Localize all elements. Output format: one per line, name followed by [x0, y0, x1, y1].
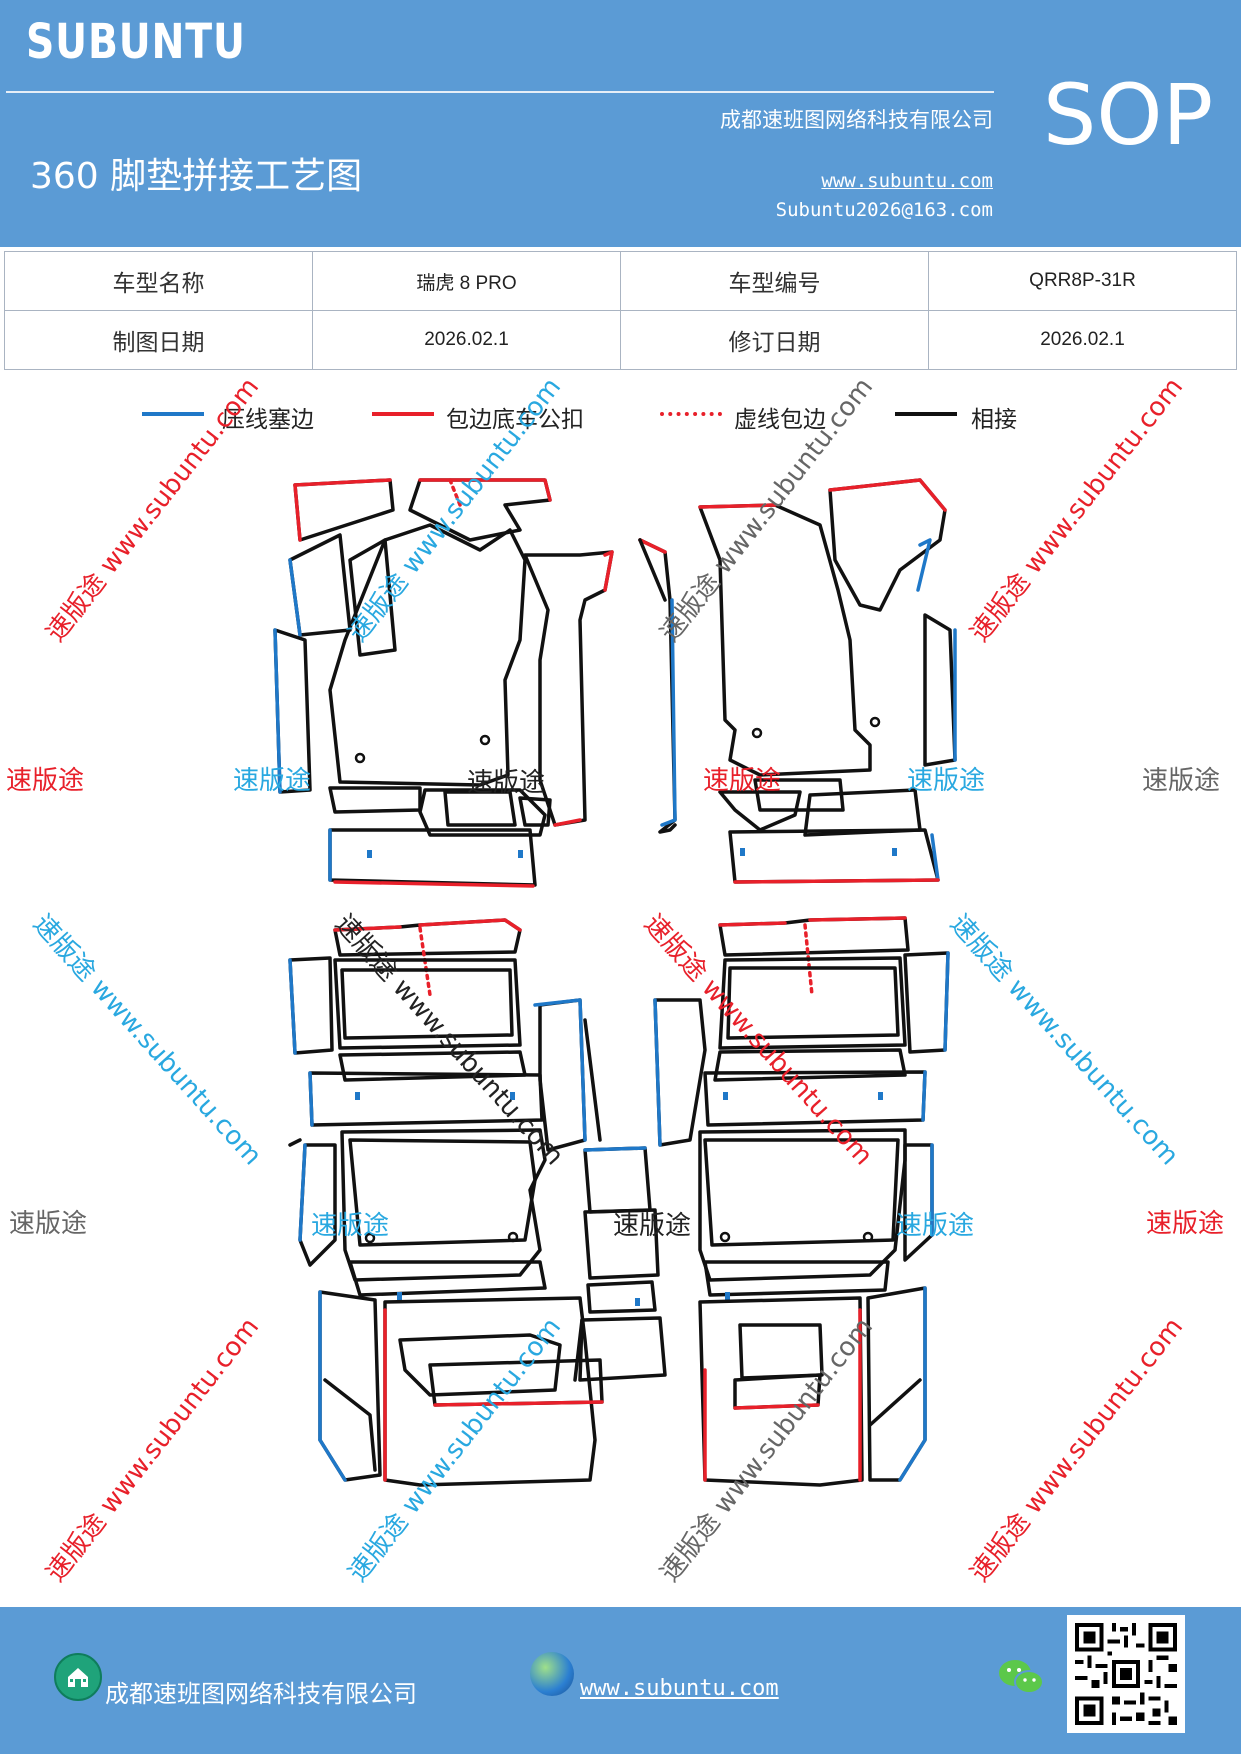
floor-mat-diagram: [273, 478, 957, 1487]
header-company: 成都速班图网络科技有限公司: [720, 108, 993, 132]
model-code-label: 车型编号: [620, 251, 929, 311]
footer: 成都速班图网络科技有限公司 www.subuntu.com: [0, 1607, 1241, 1754]
globe-icon: [530, 1652, 574, 1696]
wechat-icon[interactable]: [997, 1657, 1045, 1697]
watermark: 速版途: [896, 1211, 975, 1241]
legend-swatch-black: [895, 412, 957, 416]
footer-website-link[interactable]: www.subuntu.com: [580, 1676, 779, 1701]
page-title: 360 脚垫拼接工艺图: [30, 156, 363, 197]
draw-date-label: 制图日期: [4, 310, 313, 370]
model-name-value: 瑞虎 8 PRO: [312, 251, 621, 311]
watermark: 速版途: [311, 1211, 390, 1241]
legend-label: 虚线包边: [734, 407, 826, 433]
watermark: 速版途: [613, 1211, 692, 1241]
watermark: 速版途: [9, 1209, 88, 1239]
revision-date-value: 2026.02.1: [928, 310, 1237, 370]
watermark: 速版途: [907, 766, 986, 796]
table-row: 车型名称 瑞虎 8 PRO 车型编号 QRR8P-31R: [4, 251, 1237, 311]
legend-label: 压线塞边: [222, 407, 314, 433]
watermark: 速版途: [1142, 766, 1221, 796]
draw-date-value: 2026.02.1: [312, 310, 621, 370]
vehicle-info-table: 车型名称 瑞虎 8 PRO 车型编号 QRR8P-31R 制图日期 2026.0…: [4, 251, 1237, 370]
qr-code: [1067, 1615, 1185, 1733]
watermark: 速版途: [467, 768, 546, 798]
table-row: 制图日期 2026.02.1 修订日期 2026.02.1: [4, 310, 1237, 370]
watermark: 速版途: [703, 766, 782, 796]
header: SUBUNTU SOP 360 脚垫拼接工艺图 成都速班图网络科技有限公司 ww…: [0, 0, 1241, 247]
header-website-link[interactable]: www.subuntu.com: [821, 170, 993, 192]
model-code-value: QRR8P-31R: [928, 251, 1237, 311]
legend-swatch-dotted: [660, 412, 722, 416]
model-name-label: 车型名称: [4, 251, 313, 311]
legend-swatch-blue: [142, 412, 204, 416]
footer-company: 成都速班图网络科技有限公司: [105, 1680, 417, 1708]
building-icon: [54, 1653, 102, 1701]
legend-swatch-red: [372, 412, 434, 416]
legend-label: 相接: [971, 407, 1017, 433]
header-divider: [6, 91, 994, 93]
header-email: Subuntu2026@163.com: [775, 199, 993, 221]
sop-badge: SOP: [1043, 66, 1214, 164]
legend-label: 包边底车公扣: [446, 407, 584, 433]
watermark: 速版途: [1146, 1209, 1225, 1239]
watermark: 速版途: [233, 766, 312, 796]
revision-date-label: 修订日期: [620, 310, 929, 370]
watermark: 速版途: [6, 766, 85, 796]
brand-logo: SUBUNTU: [26, 14, 246, 70]
